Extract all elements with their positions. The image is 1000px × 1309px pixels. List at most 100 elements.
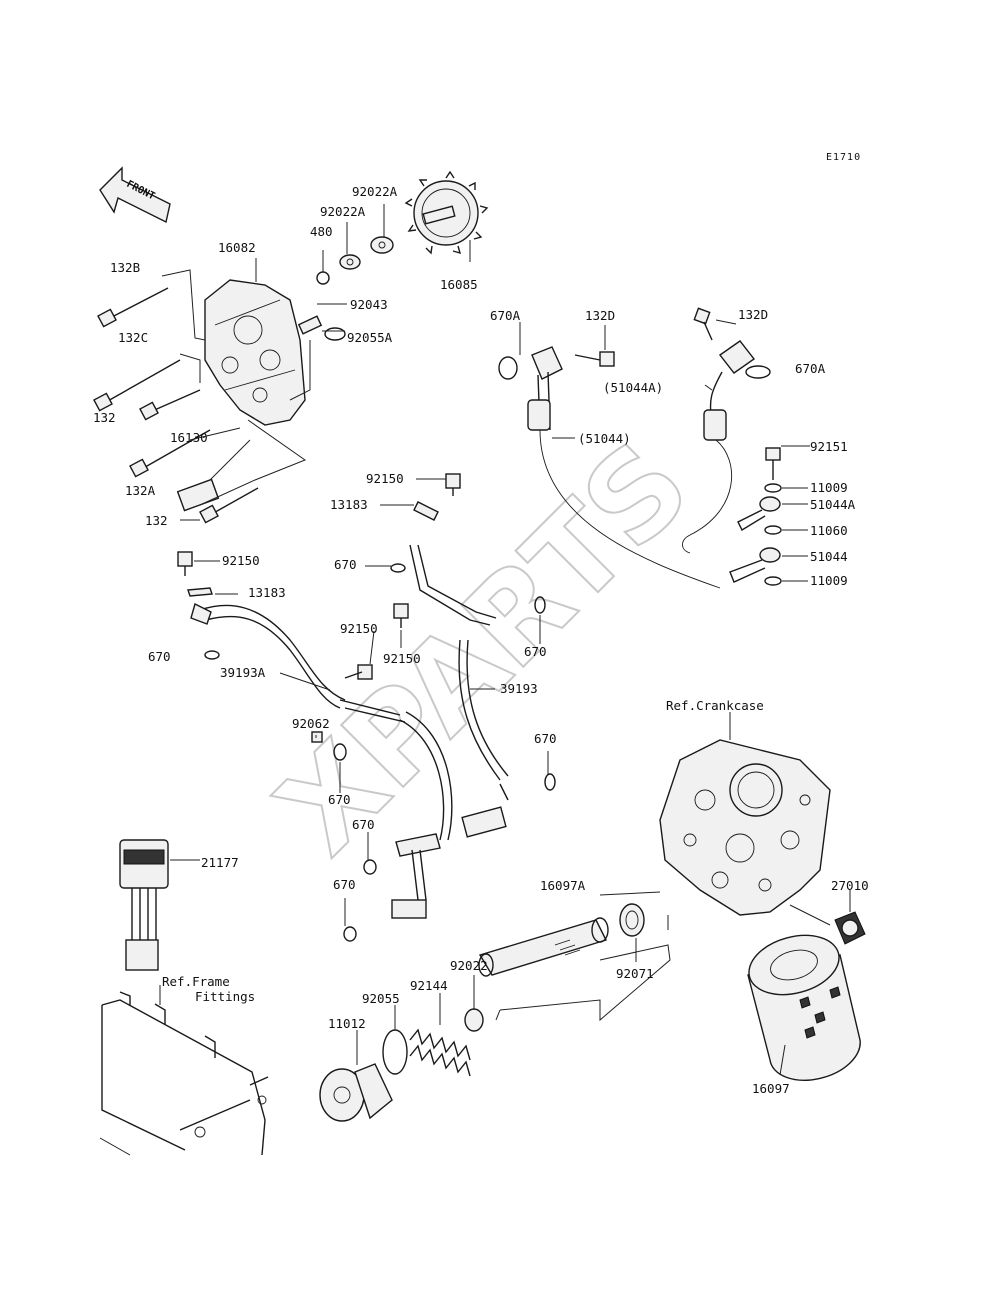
label-51044-paren: (51044) bbox=[578, 431, 631, 446]
bolt-92150-1[interactable] bbox=[445, 473, 461, 496]
plug-92062[interactable] bbox=[311, 731, 323, 743]
label-92150-3: 92150 bbox=[340, 621, 378, 636]
bolt-92150-2[interactable] bbox=[177, 551, 193, 576]
o-ring-670-5[interactable] bbox=[544, 773, 556, 791]
label-670-2: 670 bbox=[148, 649, 171, 664]
label-11009-2: 11009 bbox=[810, 573, 848, 588]
label-670-6: 670 bbox=[352, 817, 375, 832]
label-16085: 16085 bbox=[440, 277, 478, 292]
oil-pipe-39193[interactable] bbox=[409, 544, 509, 838]
o-ring-92055[interactable] bbox=[382, 1029, 408, 1075]
bolt-132-lower[interactable] bbox=[199, 487, 259, 524]
label-13183-2: 13183 bbox=[248, 585, 286, 600]
o-ring-670-2[interactable] bbox=[204, 650, 220, 660]
banjo-fitting-51044[interactable] bbox=[729, 547, 781, 583]
o-ring-670-4[interactable] bbox=[333, 743, 347, 761]
label-132-lower: 132 bbox=[145, 513, 168, 528]
washer-11009-2[interactable] bbox=[764, 576, 782, 586]
crankcase-ref[interactable] bbox=[659, 739, 831, 916]
label-670-3: 670 bbox=[524, 644, 547, 659]
washer-11060[interactable] bbox=[764, 525, 782, 535]
label-132: 132 bbox=[93, 410, 116, 425]
front-arrow-icon: FRONT bbox=[99, 166, 171, 224]
plate-13183-1[interactable] bbox=[413, 501, 439, 521]
label-ref-frame-fittings: Fittings bbox=[195, 989, 255, 1004]
oil-pump-16082[interactable] bbox=[176, 279, 306, 512]
label-132D-1: 132D bbox=[585, 308, 615, 323]
label-92043: 92043 bbox=[350, 297, 388, 312]
bolt-132B[interactable] bbox=[97, 287, 169, 328]
relay-21177[interactable] bbox=[119, 839, 169, 971]
label-39193A: 39193A bbox=[220, 665, 266, 680]
label-92022: 92022 bbox=[450, 958, 488, 973]
label-670-4: 670 bbox=[328, 792, 351, 807]
label-92150-1: 92150 bbox=[366, 471, 404, 486]
oil-pipe-lower[interactable] bbox=[391, 711, 453, 919]
oil-hose-51044A[interactable] bbox=[682, 340, 771, 554]
banjo-bolt-92151[interactable] bbox=[765, 447, 781, 480]
o-ring-670-3[interactable] bbox=[534, 596, 546, 614]
label-39193: 39193 bbox=[500, 681, 538, 696]
frame-fittings-ref[interactable] bbox=[99, 991, 269, 1156]
oil-pipe-39193A[interactable] bbox=[190, 602, 406, 723]
label-11009-1: 11009 bbox=[810, 480, 848, 495]
seal-92071[interactable] bbox=[619, 903, 645, 937]
label-92055: 92055 bbox=[362, 991, 400, 1006]
oil-pressure-switch-27010[interactable] bbox=[834, 911, 866, 945]
label-92150-2: 92150 bbox=[222, 553, 260, 568]
label-16130: 16130 bbox=[170, 430, 208, 445]
label-92150-4: 92150 bbox=[383, 651, 421, 666]
label-132D-2: 132D bbox=[738, 307, 768, 322]
label-480: 480 bbox=[310, 224, 333, 239]
label-132A: 132A bbox=[125, 483, 156, 498]
pin-92043[interactable] bbox=[297, 315, 323, 335]
bolt-132D-2[interactable] bbox=[693, 307, 713, 341]
banjo-fitting-51044A[interactable] bbox=[737, 496, 781, 531]
label-92062: 92062 bbox=[292, 716, 330, 731]
clip-480[interactable] bbox=[316, 271, 330, 285]
label-16097: 16097 bbox=[752, 1081, 790, 1096]
label-51044A-paren: (51044A) bbox=[603, 380, 663, 395]
bolt-92150-3[interactable] bbox=[344, 664, 373, 680]
label-51044: 51044 bbox=[810, 549, 848, 564]
label-670A-2: 670A bbox=[795, 361, 826, 376]
plate-13183-2[interactable] bbox=[187, 587, 213, 597]
oil-hose-51044[interactable] bbox=[498, 346, 721, 589]
bolt-132C[interactable] bbox=[93, 359, 181, 412]
label-92071: 92071 bbox=[616, 966, 654, 981]
label-13183-1: 13183 bbox=[330, 497, 368, 512]
bolt-132A[interactable] bbox=[129, 429, 211, 478]
label-92022A-1: 92022A bbox=[352, 184, 398, 199]
washer-92022A-2[interactable] bbox=[370, 236, 394, 254]
label-16082: 16082 bbox=[218, 240, 256, 255]
washer-92022[interactable] bbox=[464, 1008, 484, 1032]
plug-11012[interactable] bbox=[319, 1063, 393, 1122]
bolt-92150-4[interactable] bbox=[393, 603, 409, 628]
bolt-132[interactable] bbox=[139, 389, 201, 421]
oil-filter-16097[interactable] bbox=[742, 926, 861, 1081]
label-11060: 11060 bbox=[810, 523, 848, 538]
o-ring-670-6[interactable] bbox=[363, 859, 377, 875]
spring-92144[interactable] bbox=[409, 1028, 471, 1077]
label-21177: 21177 bbox=[201, 855, 239, 870]
gear-16085[interactable] bbox=[404, 170, 489, 255]
label-27010: 27010 bbox=[831, 878, 869, 893]
label-51044A: 51044A bbox=[810, 497, 856, 512]
washer-11009-1[interactable] bbox=[764, 483, 782, 493]
o-ring-670-1[interactable] bbox=[390, 563, 406, 573]
label-92022A-2: 92022A bbox=[320, 204, 366, 219]
label-132B: 132B bbox=[110, 260, 140, 275]
label-16097A: 16097A bbox=[540, 878, 586, 893]
diagram-code: E1710 bbox=[826, 152, 861, 163]
o-ring-670-7[interactable] bbox=[343, 926, 357, 942]
o-ring-92055A[interactable] bbox=[324, 327, 346, 341]
bolt-132D-1[interactable] bbox=[574, 351, 615, 367]
relief-valve-16097A[interactable] bbox=[478, 917, 609, 977]
washer-92022A-1[interactable] bbox=[339, 254, 361, 270]
label-670-1: 670 bbox=[334, 557, 357, 572]
label-670A-1: 670A bbox=[490, 308, 521, 323]
label-92144: 92144 bbox=[410, 978, 448, 993]
label-11012: 11012 bbox=[328, 1016, 366, 1031]
